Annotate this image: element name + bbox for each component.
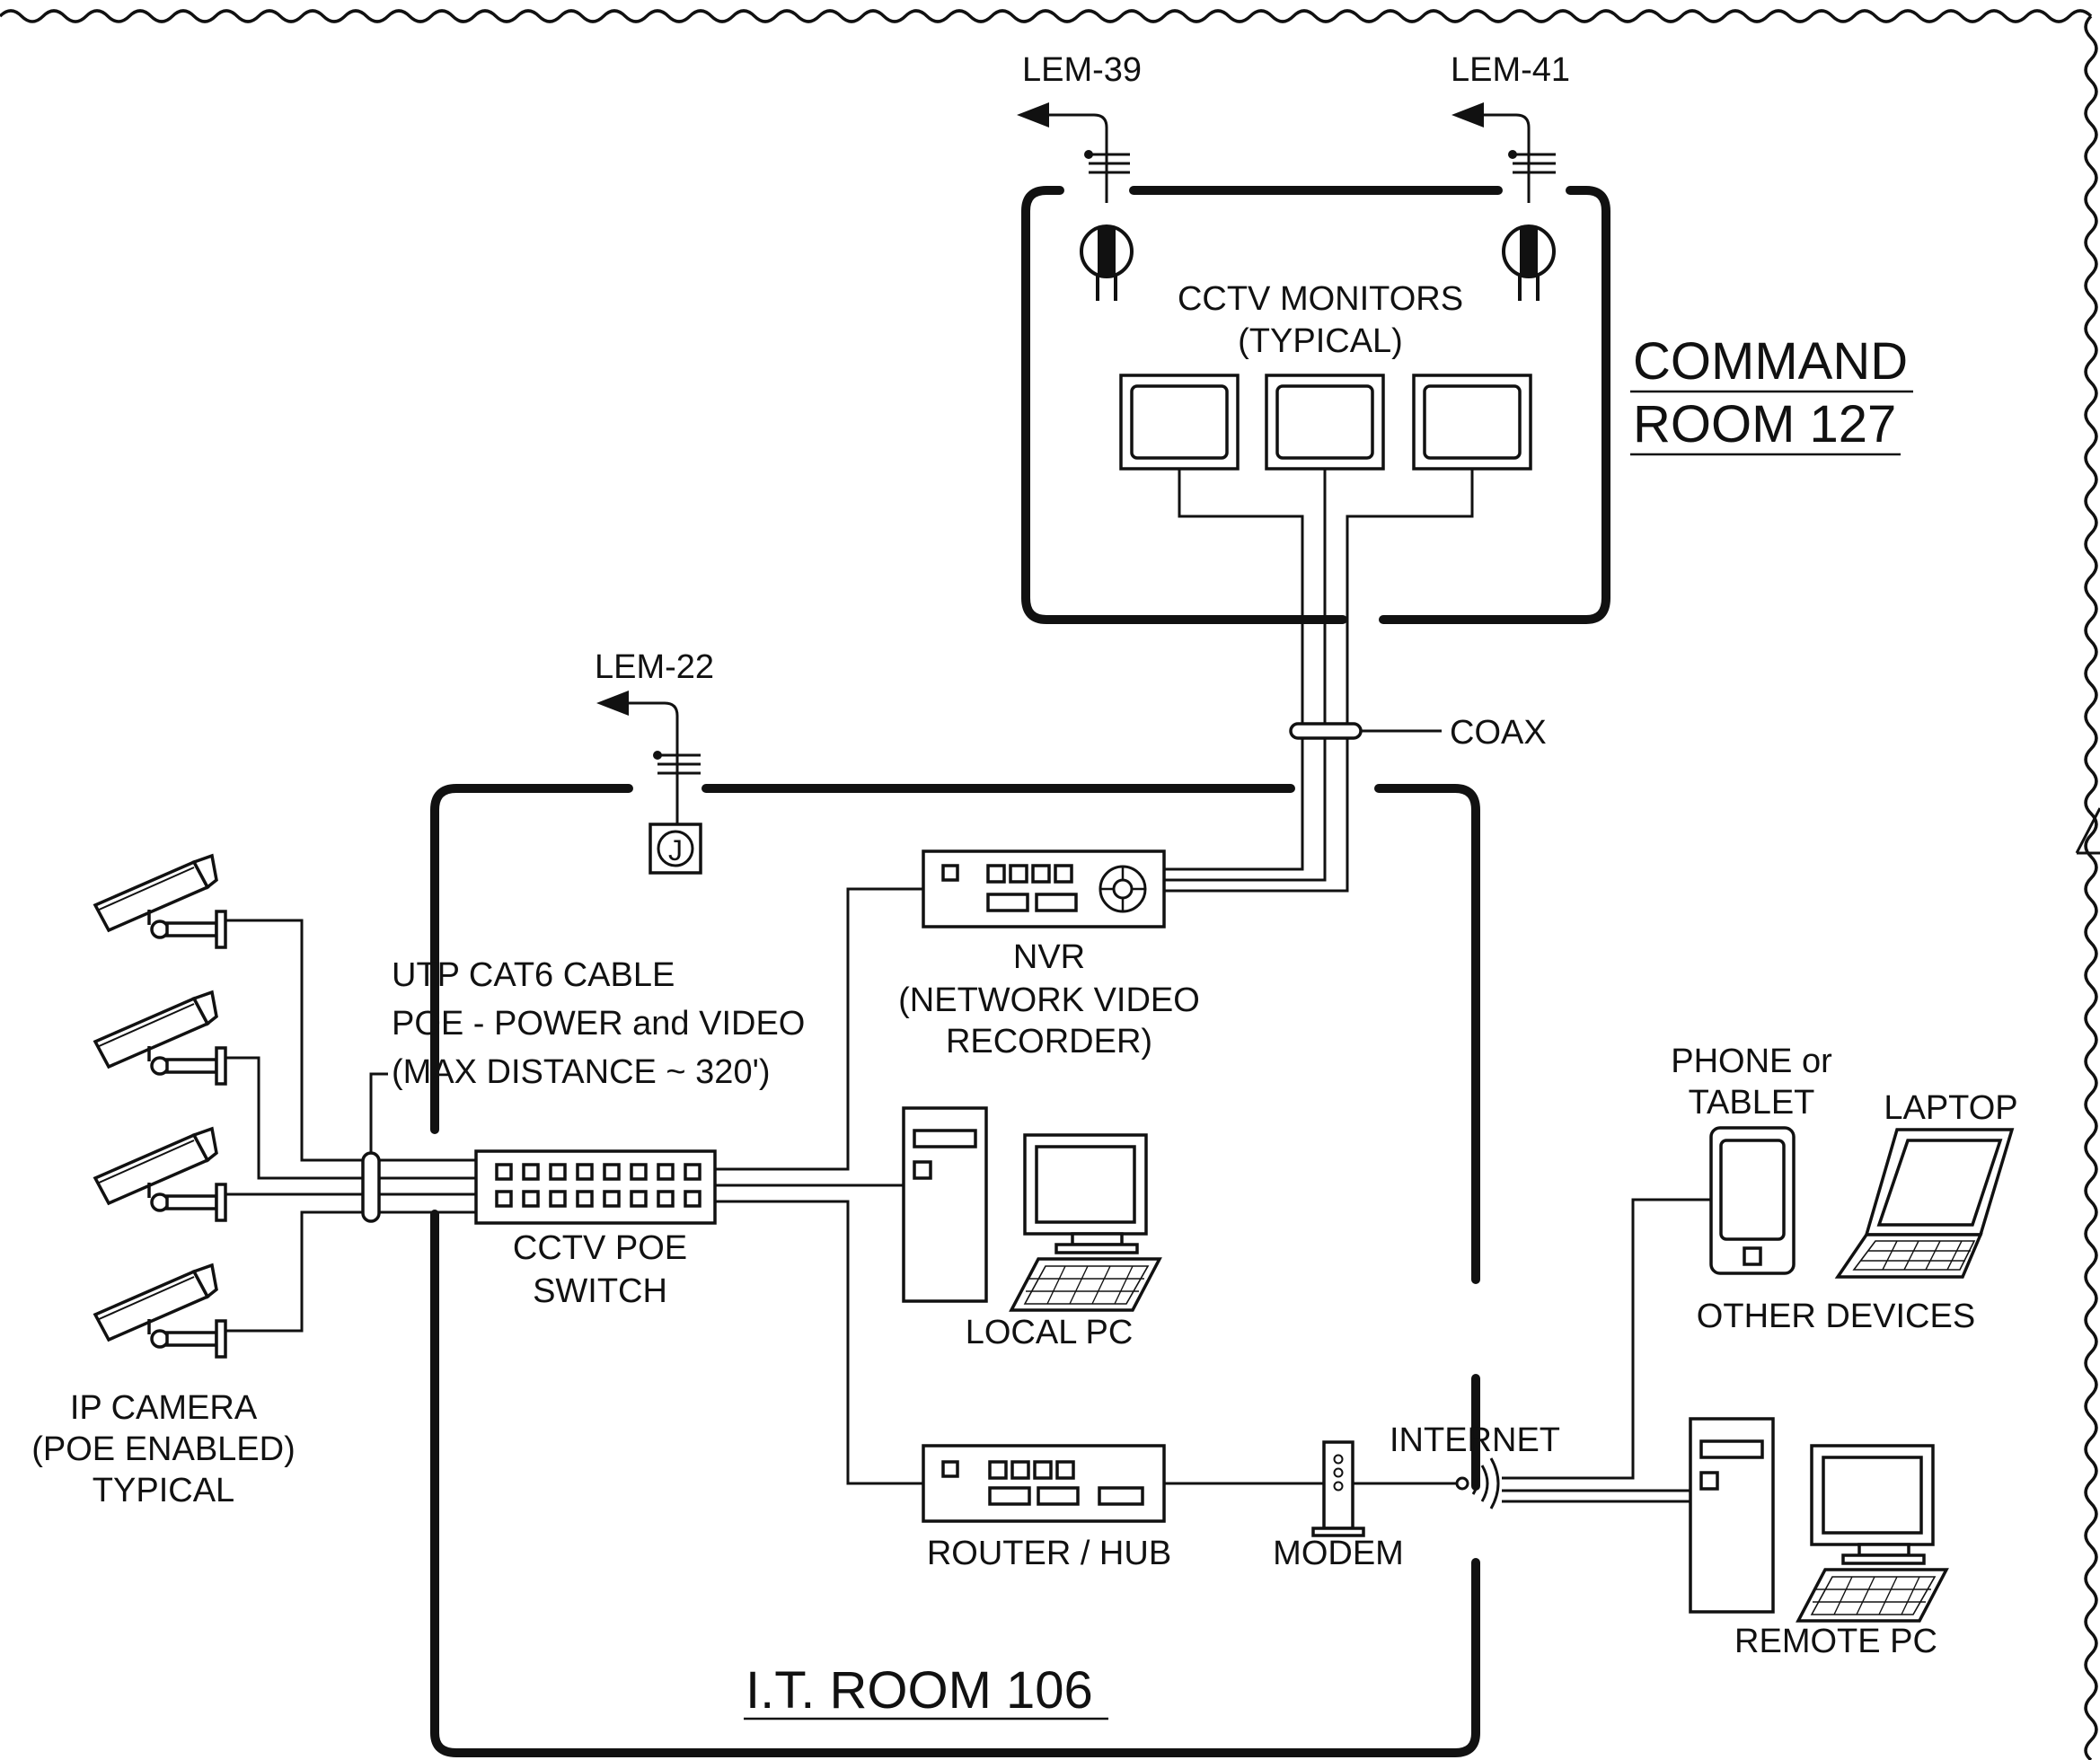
- lem-41-reference: LEM-41: [1451, 51, 1570, 203]
- command-room-title-line1: COMMAND: [1633, 332, 1908, 391]
- camera-label-line1: IP CAMERA: [70, 1389, 258, 1427]
- cctv-monitor-icon: [1412, 374, 1532, 471]
- router-label: ROUTER / HUB: [927, 1535, 1171, 1572]
- revision-cloud-border-right: [2084, 14, 2098, 1760]
- revision-triangle: [2075, 807, 2100, 854]
- lem-39-reference: LEM-39: [1017, 51, 1142, 203]
- svg-text:LEM-41: LEM-41: [1451, 51, 1570, 89]
- modem-icon: [1311, 1440, 1365, 1537]
- it-room-walls: [430, 784, 1480, 1757]
- modem-label: MODEM: [1273, 1535, 1404, 1572]
- router-hub-device: [922, 1444, 1166, 1523]
- switch-label-line2: SWITCH: [533, 1272, 667, 1310]
- ceiling-light-icon: [1080, 224, 1134, 303]
- utp-cable-tie: [361, 1072, 388, 1223]
- it-room-title: I.T. ROOM 106: [746, 1661, 1093, 1720]
- cable-label-line2: POE - POWER and VIDEO: [392, 1005, 805, 1043]
- svg-text:LEM-22: LEM-22: [595, 648, 714, 686]
- cctv-monitor-icon: [1265, 374, 1385, 471]
- laptop-label: LAPTOP: [1884, 1089, 2017, 1127]
- internet-wireless-icon: [1455, 1457, 1500, 1509]
- cctv-monitor-icon: [1119, 374, 1240, 471]
- monitors-label-line2: (TYPICAL): [1238, 322, 1403, 360]
- phone-label-line2: TABLET: [1689, 1084, 1815, 1122]
- ip-camera-icon: [93, 854, 227, 949]
- nvr-label-line3: RECORDER): [946, 1023, 1152, 1060]
- svg-text:COAX: COAX: [1450, 714, 1547, 752]
- coax-cable-tie: COAX: [1289, 714, 1547, 752]
- lem-22-reference: LEM-22: [595, 648, 714, 833]
- cable-label-line1: UTP CAT6 CABLE: [392, 956, 675, 994]
- remote-pc-icon: [1689, 1417, 1948, 1623]
- phone-tablet-icon: [1709, 1126, 1796, 1275]
- remote-pc-label: REMOTE PC: [1734, 1623, 1937, 1660]
- junction-box-icon: J: [649, 823, 702, 875]
- ip-camera-icon: [93, 1127, 227, 1222]
- ip-camera-icon: [93, 990, 227, 1086]
- nvr-device: [922, 849, 1166, 928]
- ceiling-light-icon: [1502, 224, 1556, 303]
- poe-switch-device: [474, 1149, 717, 1225]
- switch-network-cables: [715, 887, 923, 1485]
- command-room-walls: [1021, 186, 1610, 624]
- ip-camera-icon: [93, 1263, 227, 1359]
- nvr-label-line2: (NETWORK VIDEO: [898, 981, 1200, 1019]
- camera-label-line3: TYPICAL: [93, 1472, 234, 1509]
- other-devices-label: OTHER DEVICES: [1697, 1298, 1975, 1335]
- command-room-title-line2: ROOM 127: [1633, 395, 1896, 453]
- camera-label-line2: (POE ENABLED): [31, 1430, 296, 1468]
- local-pc-label: LOCAL PC: [966, 1314, 1134, 1351]
- cable-label-line3: (MAX DISTANCE ~ 320'): [392, 1053, 771, 1091]
- phone-label-line1: PHONE or: [1671, 1043, 1832, 1080]
- revision-cloud-border: [0, 9, 2093, 23]
- local-pc-icon: [902, 1106, 1161, 1312]
- internet-label: INTERNET: [1390, 1421, 1560, 1459]
- internet-cables: [1502, 1198, 1711, 1503]
- nvr-label-line1: NVR: [1013, 938, 1085, 976]
- svg-text:J: J: [668, 834, 683, 867]
- svg-text:LEM-39: LEM-39: [1022, 51, 1142, 89]
- laptop-icon: [1834, 1128, 2015, 1279]
- switch-label-line1: CCTV POE: [513, 1229, 687, 1267]
- monitor-cables: [1164, 469, 1474, 893]
- monitors-label-line1: CCTV MONITORS: [1178, 280, 1463, 318]
